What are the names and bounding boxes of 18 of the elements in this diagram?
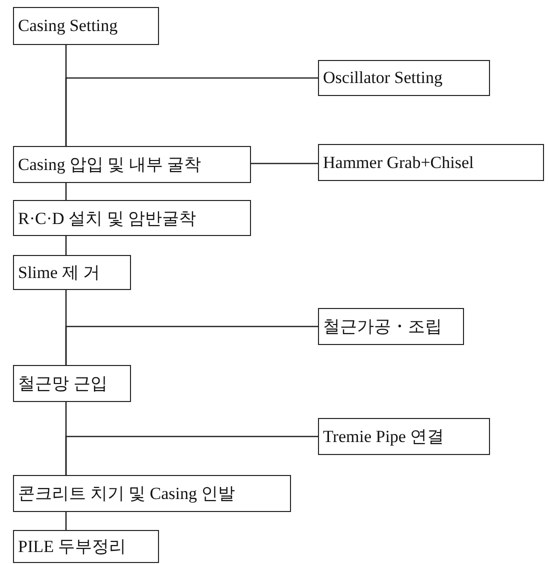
process-box: Tremie Pipe 연결	[318, 418, 490, 455]
process-box: R·C·D 설치 및 암반굴착	[13, 200, 251, 236]
process-box: 철근가공・조립	[318, 308, 464, 345]
process-box: PILE 두부정리	[13, 530, 159, 563]
process-box: 콘크리트 치기 및 Casing 인발	[13, 475, 291, 512]
process-box: Casing Setting	[13, 7, 159, 45]
process-box: 철근망 근입	[13, 365, 131, 402]
connector-line	[65, 326, 318, 365]
connector-line	[65, 236, 67, 255]
connector-line	[65, 77, 318, 146]
process-box: Hammer Grab+Chisel	[318, 144, 544, 181]
connector-line	[65, 512, 67, 530]
process-box: Slime 제 거	[13, 255, 131, 290]
connector-line	[65, 183, 67, 200]
process-box: Oscillator Setting	[318, 60, 490, 96]
process-box: Casing 압입 및 내부 굴착	[13, 146, 251, 183]
connector-line	[251, 162, 318, 164]
connector-line	[65, 436, 318, 475]
